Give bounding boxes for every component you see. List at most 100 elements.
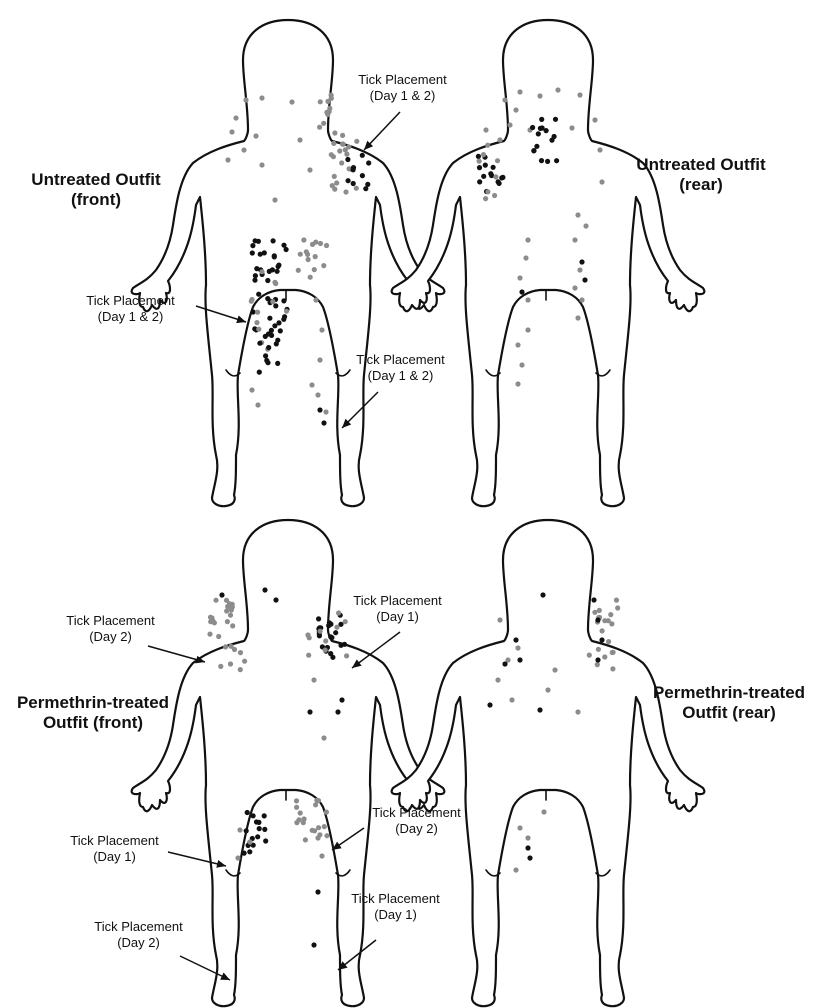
tick-dot-day1 [502, 661, 507, 666]
title-treated-rear-line2: Outfit (rear) [640, 703, 814, 723]
tick-dot-day1 [328, 634, 333, 639]
tick-dot-day1 [539, 158, 544, 163]
tick-dot-day1 [251, 309, 256, 314]
tick-dot-day1 [527, 855, 532, 860]
tick-dot-day1 [258, 252, 263, 257]
tick-dot-day1 [257, 341, 262, 346]
tick-dot-day1 [530, 125, 535, 130]
tick-dot-day1 [333, 630, 338, 635]
tick-dot-day1 [251, 813, 256, 818]
callout-uf-ankle: Tick Placement (Day 1 & 2) [338, 352, 463, 383]
tick-dot-day2 [315, 835, 320, 840]
callout-tf-left-shoulder: Tick Placement (Day 2) [48, 613, 173, 644]
tick-dot-day2 [207, 632, 212, 637]
tick-dot-day2 [313, 254, 318, 259]
tick-dot-day2 [597, 147, 602, 152]
tick-dot-day2 [515, 381, 520, 386]
tick-dot-day2 [483, 127, 488, 132]
tick-dot-day2 [312, 267, 317, 272]
tick-dot-day1 [272, 254, 277, 259]
tick-dot-day2 [329, 152, 334, 157]
tick-dot-day1 [256, 292, 261, 297]
tick-dot-day1 [537, 707, 542, 712]
title-untreated-rear-line2: (rear) [626, 175, 776, 195]
tick-dot-day1 [244, 828, 249, 833]
tick-dot-day2 [253, 133, 258, 138]
tick-dot-day1 [525, 845, 530, 850]
tick-dot-day1 [267, 316, 272, 321]
tick-dot-day2 [273, 281, 278, 286]
tick-dot-day2 [602, 654, 607, 659]
tick-dot-day1 [497, 181, 502, 186]
tick-dot-day1 [307, 709, 312, 714]
tick-dot-day2 [230, 623, 235, 628]
tick-dot-day2 [284, 309, 289, 314]
tick-dot-day2 [303, 837, 308, 842]
tick-dot-day2 [238, 667, 243, 672]
tick-dot-day1 [245, 810, 250, 815]
tick-dot-day1 [360, 173, 365, 178]
tick-dot-day2 [307, 167, 312, 172]
callout-line1: Tick Placement [340, 72, 465, 88]
callout-uf-thigh: Tick Placement (Day 1 & 2) [68, 293, 193, 324]
tick-dot-day1 [262, 827, 267, 832]
tick-dot-day1 [366, 160, 371, 165]
tick-dot-day1 [538, 126, 543, 131]
tick-dot-day2 [329, 96, 334, 101]
tick-dot-day2 [259, 162, 264, 167]
tick-dot-day2 [321, 735, 326, 740]
tick-dot-day1 [351, 181, 356, 186]
tick-dot-day1 [346, 178, 351, 183]
tick-dot-day2 [507, 122, 512, 127]
tick-dot-day1 [263, 838, 268, 843]
tick-dot-day2 [579, 297, 584, 302]
tick-dot-day2 [495, 158, 500, 163]
tick-dot-day2 [525, 835, 530, 840]
tick-dot-day2 [324, 810, 329, 815]
tick-dot-day2 [310, 242, 315, 247]
tick-dot-day2 [340, 133, 345, 138]
tick-dot-day1 [270, 267, 275, 272]
tick-dot-day2 [495, 677, 500, 682]
tick-dot-day2 [354, 139, 359, 144]
tick-dot-day1 [265, 360, 270, 365]
tick-dot-day1 [477, 165, 482, 170]
tick-dot-day2 [318, 629, 323, 634]
title-untreated-front-line2: (front) [26, 190, 166, 210]
tick-dot-day2 [302, 816, 307, 821]
tick-dot-day2 [481, 152, 486, 157]
tick-dot-day2 [307, 635, 312, 640]
tick-dot-day2 [545, 687, 550, 692]
tick-dot-day2 [537, 93, 542, 98]
tick-dot-day2 [311, 677, 316, 682]
tick-dot-day2 [600, 628, 605, 633]
tick-dot-day2 [497, 617, 502, 622]
callout-line1: Tick Placement [48, 613, 173, 629]
tick-dot-day2 [577, 267, 582, 272]
tick-dot-day2 [332, 130, 337, 135]
tick-dot-day2 [513, 867, 518, 872]
tick-dot-day2 [323, 638, 328, 643]
callout-line2: (Day 2) [354, 821, 479, 837]
tick-dot-day1 [351, 165, 356, 170]
tick-dot-day1 [321, 420, 326, 425]
tick-dot-day2 [354, 186, 359, 191]
tick-dot-day2 [497, 137, 502, 142]
tick-dot-day2 [237, 827, 242, 832]
tick-dot-day2 [213, 598, 218, 603]
tick-dot-day2 [232, 647, 237, 652]
tick-dot-day2 [332, 174, 337, 179]
callout-line1: Tick Placement [335, 593, 460, 609]
tick-dot-day2 [597, 608, 602, 613]
tick-dot-day2 [519, 362, 524, 367]
tick-dot-day2 [254, 320, 259, 325]
tick-dot-day2 [324, 243, 329, 248]
title-untreated-rear: Untreated Outfit (rear) [626, 155, 776, 196]
callout-line2: (Day 1) [333, 907, 458, 923]
tick-dot-day1 [273, 597, 278, 602]
tick-dot-day2 [315, 392, 320, 397]
tick-dot-day2 [225, 619, 230, 624]
tick-dot-day2 [331, 141, 336, 146]
tick-dot-day2 [344, 653, 349, 658]
tick-dot-day1 [250, 243, 255, 248]
